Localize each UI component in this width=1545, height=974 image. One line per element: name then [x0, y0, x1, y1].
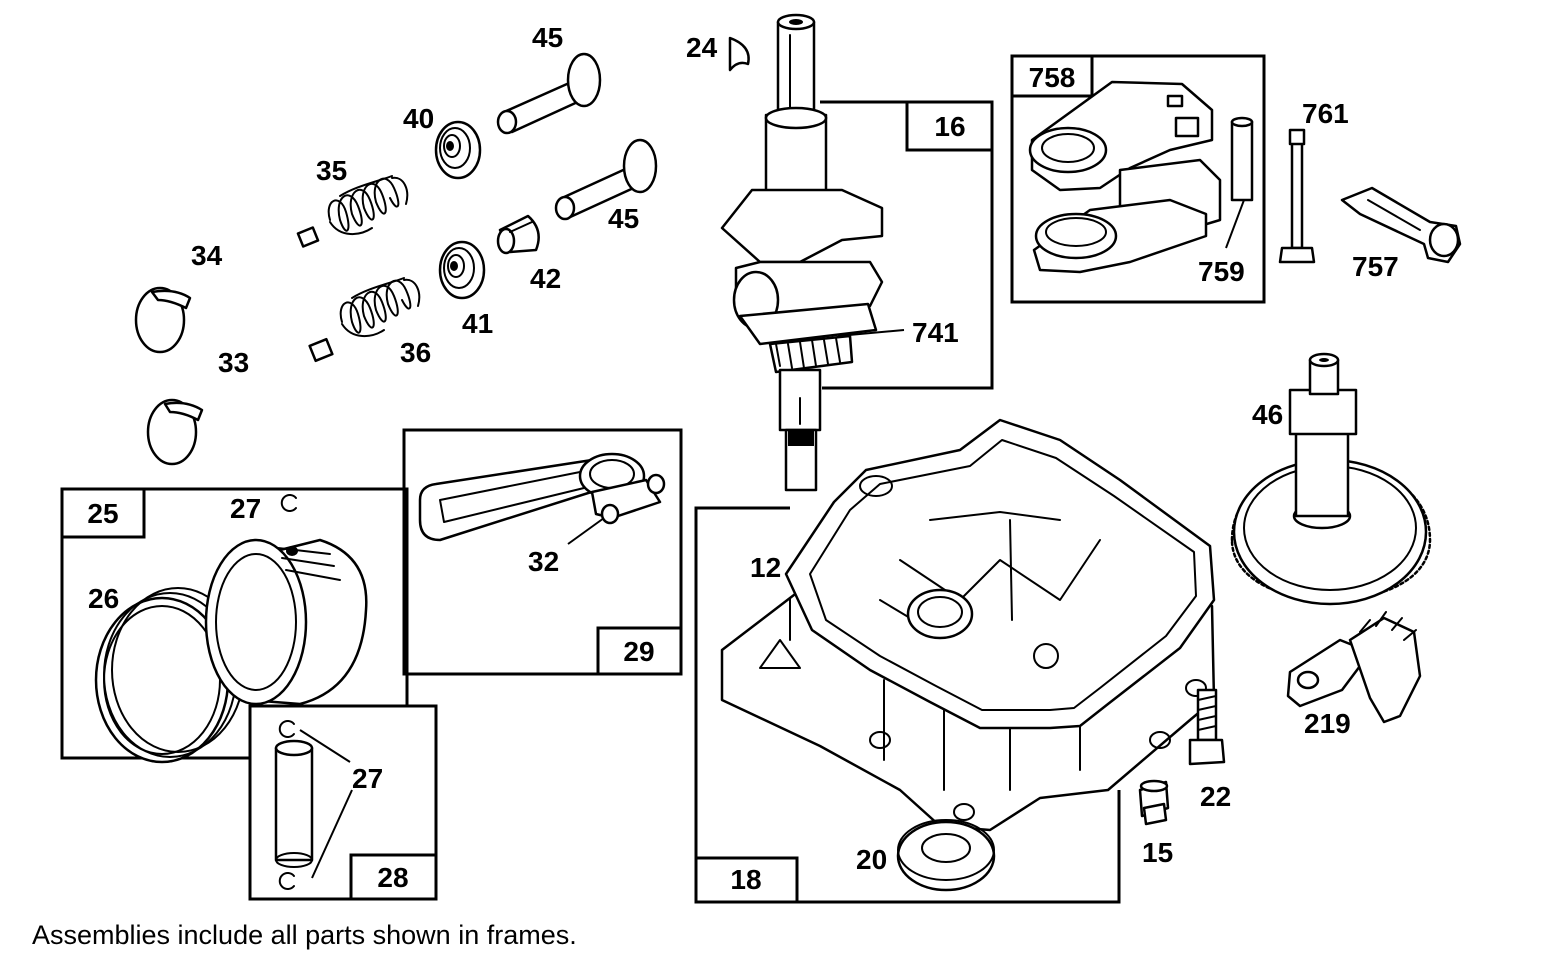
- piston-25: [204, 538, 368, 706]
- governor-219: [1286, 611, 1422, 724]
- label-759: 759: [1198, 256, 1245, 287]
- label-22: 22: [1200, 781, 1231, 812]
- frame-16-crankshaft: 16: [820, 100, 994, 390]
- frame-18-crankcase: 18: [694, 506, 1121, 904]
- frame-label-28: 28: [377, 862, 408, 893]
- valve-spring-35: [327, 175, 409, 235]
- frame-28-piston-pin: 28: [248, 704, 438, 901]
- label-40: 40: [403, 103, 434, 134]
- pin-759: [1230, 116, 1254, 202]
- retainer-clip-27-top: [280, 494, 297, 512]
- plug-15: [1138, 779, 1170, 826]
- key-24: [728, 36, 750, 72]
- valve-exhaust-33: [146, 337, 334, 466]
- retainer-clip-27-upper: [278, 720, 295, 738]
- valve-intake-34: [134, 226, 320, 354]
- label-15: 15: [1142, 837, 1173, 868]
- frame-25-piston: 25: [60, 487, 409, 760]
- frame-label-29: 29: [623, 636, 654, 667]
- valve-rotator-42: [496, 214, 540, 255]
- frame-label-25: 25: [87, 498, 118, 529]
- camshaft-46: [1230, 352, 1432, 606]
- bolt-761: [1278, 128, 1316, 264]
- label-20: 20: [856, 844, 887, 875]
- oil-seal-20: [896, 819, 996, 892]
- lever-757: [1340, 186, 1462, 264]
- spring-retainer-40: [434, 120, 482, 180]
- bracket-758: [1028, 80, 1222, 274]
- label-26: 26: [88, 583, 119, 614]
- frame-label-758: 758: [1029, 62, 1076, 93]
- piston-pin-28: [274, 739, 314, 868]
- valve-spring-36: [339, 277, 421, 337]
- label-27-piston: 27: [230, 493, 261, 524]
- tappet-45-upper: [496, 52, 602, 135]
- crankshaft-741: [720, 13, 884, 492]
- label-36: 36: [400, 337, 431, 368]
- label-32: 32: [528, 546, 559, 577]
- frame-label-16: 16: [934, 111, 965, 142]
- label-45-lower: 45: [608, 203, 639, 234]
- assemblies-caption: Assemblies include all parts shown in fr…: [32, 920, 577, 950]
- label-741: 741: [912, 317, 959, 348]
- label-42: 42: [530, 263, 561, 294]
- leader-lines: [299, 199, 1245, 879]
- tappet-45-lower: [554, 138, 658, 221]
- label-27-pin: 27: [352, 763, 383, 794]
- label-757: 757: [1352, 251, 1399, 282]
- connecting-rod-32: [418, 452, 666, 542]
- label-34: 34: [191, 240, 223, 271]
- label-24: 24: [686, 32, 718, 63]
- label-12: 12: [750, 552, 781, 583]
- part-labels: 45 24 40 35 45 34 42 41 33 36 741 761 75…: [88, 22, 1399, 875]
- label-35: 35: [316, 155, 347, 186]
- label-219: 219: [1304, 708, 1351, 739]
- label-33: 33: [218, 347, 249, 378]
- frame-758-cylinder-bracket: 758: [1010, 54, 1266, 304]
- frame-29-connecting-rod: 29: [402, 428, 683, 676]
- frame-label-18: 18: [730, 864, 761, 895]
- bolt-22: [1188, 688, 1226, 766]
- gasket-12: [784, 418, 1216, 730]
- retainer-clip-27-lower: [278, 872, 295, 890]
- label-761: 761: [1302, 98, 1349, 129]
- label-46: 46: [1252, 399, 1283, 430]
- label-45-upper: 45: [532, 22, 563, 53]
- label-41: 41: [462, 308, 493, 339]
- spring-retainer-41: [438, 240, 486, 300]
